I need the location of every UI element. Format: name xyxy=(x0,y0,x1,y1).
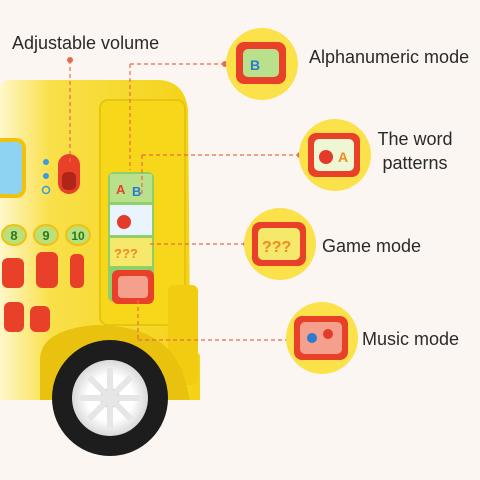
label-word-patterns: The word patterns xyxy=(377,129,453,173)
toy-qmark-text: ??? xyxy=(114,246,138,261)
callout-music xyxy=(286,302,358,374)
number-button-9[interactable]: 9 xyxy=(42,228,49,243)
letter-blocks xyxy=(2,252,84,332)
callout-letter-a: A xyxy=(338,149,348,165)
callout-qmark-text: ??? xyxy=(262,239,291,256)
number-button-10[interactable]: 10 xyxy=(71,229,85,243)
label-game-mode: Game mode xyxy=(322,236,422,256)
label-music-mode: Music mode xyxy=(362,329,460,349)
callout-letter-b: B xyxy=(250,57,260,73)
mode-window-strip: A B ??? xyxy=(108,172,154,304)
indicator-light-icon xyxy=(43,159,49,165)
callout-game: ??? xyxy=(244,208,316,280)
indicator-light-icon xyxy=(43,173,49,179)
callout-word-patterns: A xyxy=(299,119,371,191)
leader-lines xyxy=(69,60,300,341)
music-note-icon xyxy=(307,333,317,343)
toy-screen xyxy=(0,138,26,198)
svg-text:A: A xyxy=(116,182,126,197)
number-buttons: 8 9 10 xyxy=(1,224,91,246)
svg-text:B: B xyxy=(132,184,141,199)
wheel xyxy=(52,340,168,456)
power-icon xyxy=(41,185,51,195)
flower-icon xyxy=(323,329,333,339)
label-adjustable-volume: Adjustable volume xyxy=(12,33,160,53)
label-alphanumeric-mode: Alphanumeric mode xyxy=(309,47,470,67)
volume-switch[interactable] xyxy=(58,154,80,194)
number-button-8[interactable]: 8 xyxy=(10,228,17,243)
callout-alphanumeric: B xyxy=(226,28,298,100)
